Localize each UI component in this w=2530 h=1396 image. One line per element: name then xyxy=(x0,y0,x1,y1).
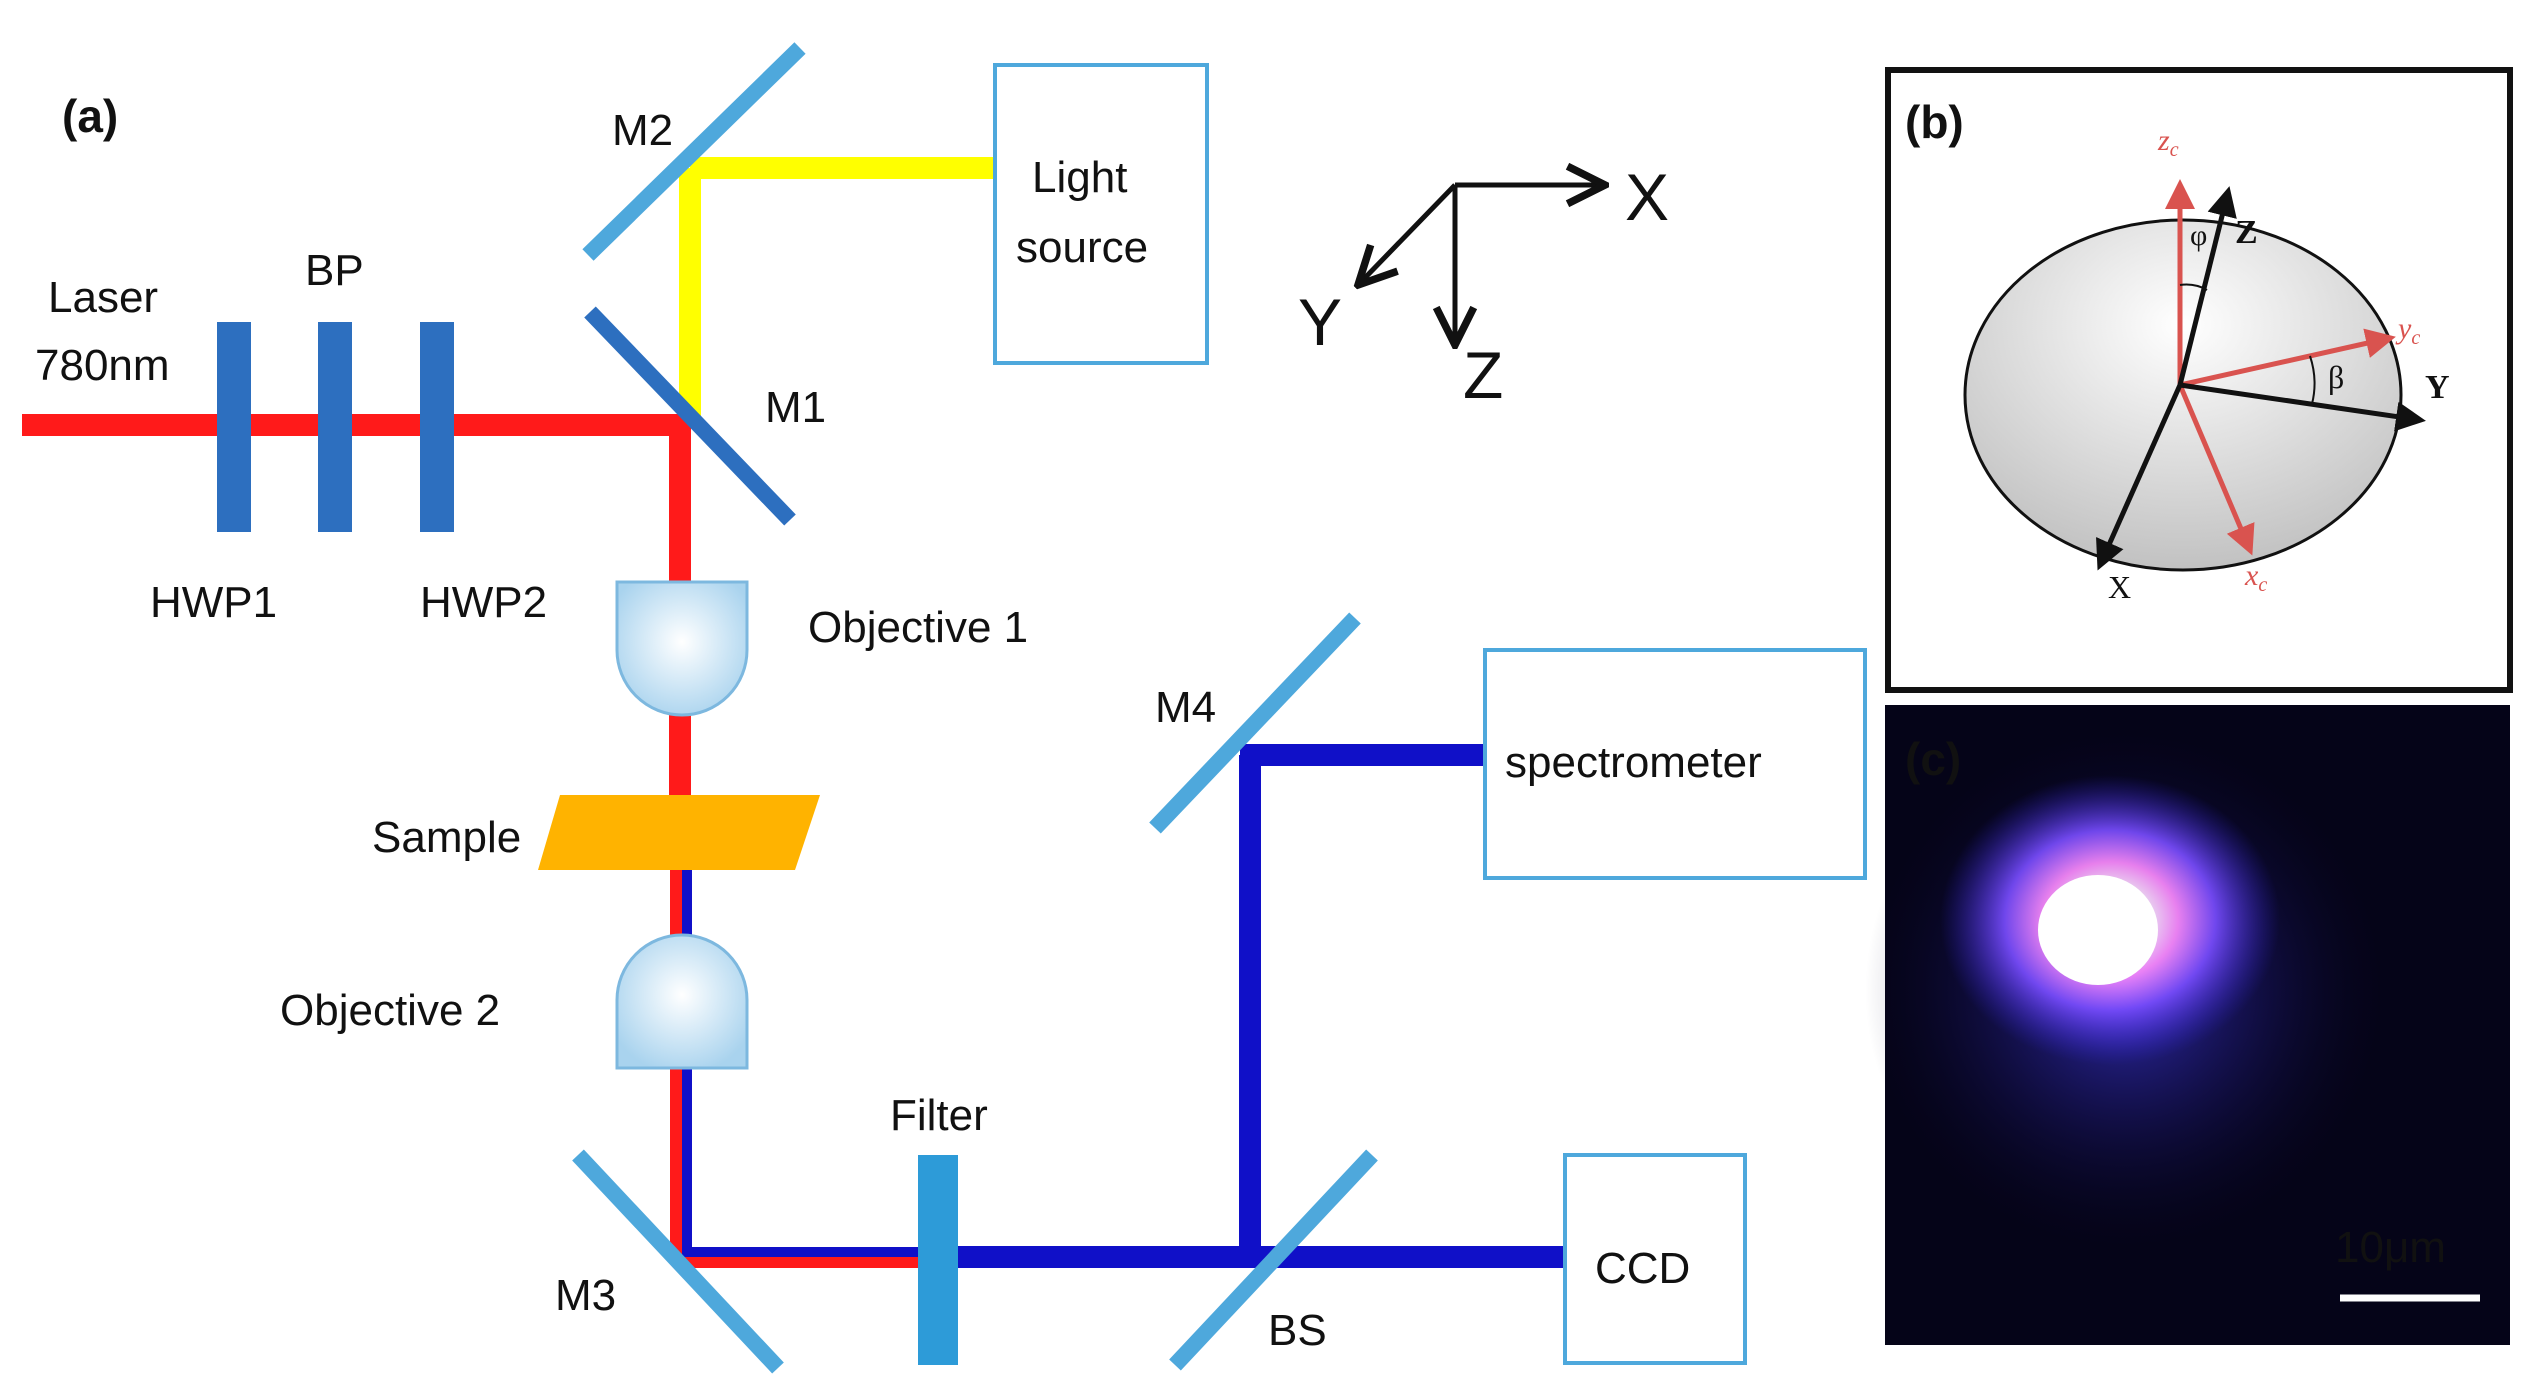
z-label: Z xyxy=(2235,214,2258,251)
light-source-label-line1: Light xyxy=(1032,153,1127,202)
phi-arc xyxy=(2179,283,2208,291)
phi-label: φ xyxy=(2190,219,2207,252)
hwp2-plate xyxy=(420,322,454,532)
beam-splitter-bs xyxy=(1169,1149,1378,1371)
m2-label: M2 xyxy=(612,106,673,155)
sample-slab xyxy=(538,795,820,870)
ccd-box xyxy=(1563,1153,1747,1365)
m3-label: M3 xyxy=(555,1271,616,1320)
mirror-m1 xyxy=(584,306,796,526)
bp-label: BP xyxy=(305,246,364,295)
axis-y-arrow xyxy=(1358,183,1457,285)
light-source-box xyxy=(993,63,1209,365)
xc-label: xc xyxy=(2244,559,2267,596)
panel-c: (c) 10μm xyxy=(1865,705,2510,1345)
axis-z-label: Z xyxy=(1463,338,1503,412)
hwp1-plate xyxy=(217,322,251,532)
beta-arc xyxy=(2309,355,2316,405)
emission-spot xyxy=(2038,875,2158,985)
lab-y-axis xyxy=(2179,382,2426,432)
panel-c-label: (c) xyxy=(1905,733,1961,785)
y-label: Y xyxy=(2425,369,2450,406)
filter-label: Filter xyxy=(890,1091,988,1140)
axis-y-label: Y xyxy=(1298,285,1342,359)
hwp2-label: HWP2 xyxy=(420,578,547,627)
scale-bar-label: 10μm xyxy=(2335,1223,2446,1272)
ccd-label: CCD xyxy=(1595,1244,1690,1293)
spectrometer-box xyxy=(1483,648,1867,880)
laser-label-line2: 780nm xyxy=(35,341,170,390)
coordinate-axes xyxy=(1358,185,1605,345)
mirror-m4 xyxy=(1149,612,1361,834)
bp-plate xyxy=(318,322,352,532)
objective-2-label: Objective 2 xyxy=(280,986,500,1035)
filter-plate xyxy=(918,1155,958,1365)
x-label: X xyxy=(2108,569,2131,605)
bs-label: BS xyxy=(1268,1306,1327,1355)
axis-x-label: X xyxy=(1625,160,1669,234)
m4-label: M4 xyxy=(1155,683,1216,732)
objective-1-lens xyxy=(615,580,749,717)
panel-a: (a) xyxy=(22,42,1867,1374)
light-source-label-line2: source xyxy=(1016,223,1148,272)
m1-label: M1 xyxy=(765,383,826,432)
crystal-yc-axis xyxy=(2179,328,2396,388)
objective-2-lens xyxy=(615,933,749,1070)
panel-b-label: (b) xyxy=(1905,96,1964,148)
panel-b: (b) zc Z φ yc β Y X xc xyxy=(1885,67,2513,693)
crystal-axes xyxy=(2096,179,2426,571)
mirror-m2 xyxy=(582,42,806,261)
sample-label: Sample xyxy=(372,813,521,862)
beta-label: β xyxy=(2328,359,2344,395)
laser-label-line1: Laser xyxy=(48,273,158,322)
crystal-xc-axis xyxy=(2177,384,2255,556)
lab-x-axis xyxy=(2096,383,2183,571)
spectrometer-label: spectrometer xyxy=(1505,738,1762,787)
yc-label: yc xyxy=(2395,312,2420,349)
panel-a-label: (a) xyxy=(62,90,118,142)
objective-1-label: Objective 1 xyxy=(808,603,1028,652)
hwp1-label: HWP1 xyxy=(150,578,277,627)
mirror-m3 xyxy=(572,1149,784,1374)
zc-label: zc xyxy=(2157,124,2179,161)
beam-paths xyxy=(22,157,1565,1268)
